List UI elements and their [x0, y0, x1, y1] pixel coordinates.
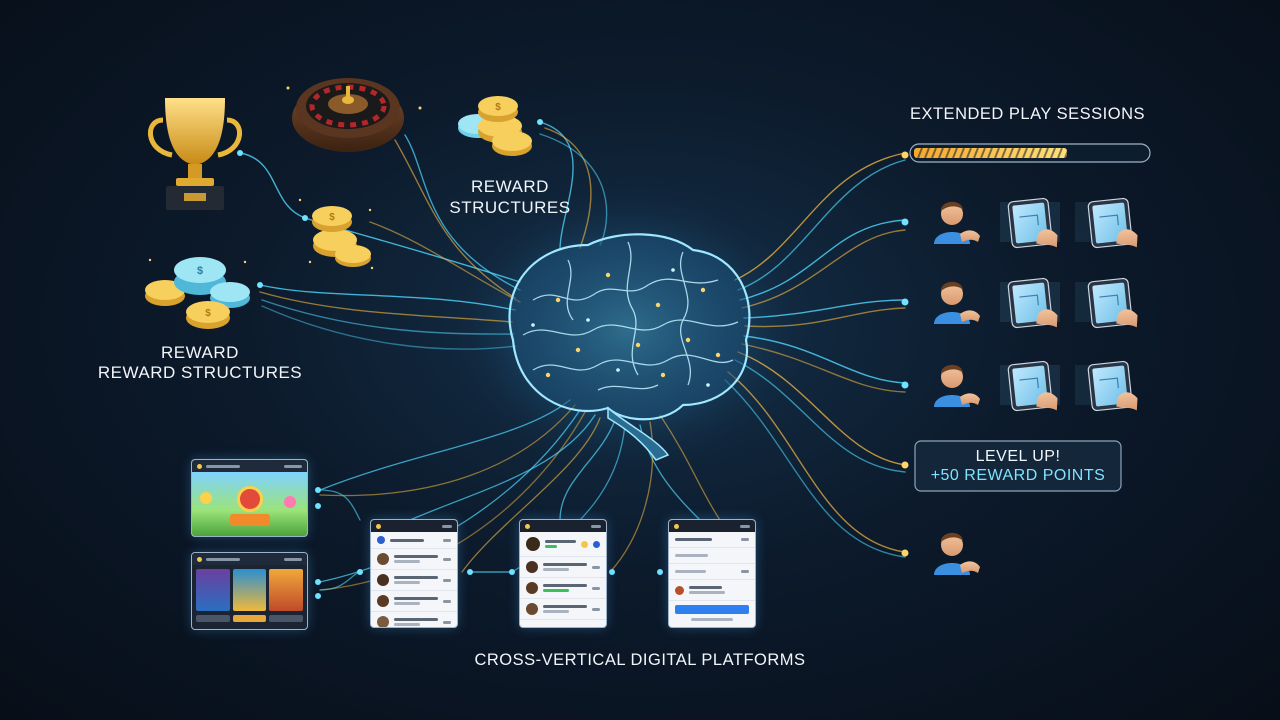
user-avatar-icon [934, 532, 980, 575]
svg-text:$: $ [495, 102, 501, 113]
trophy-icon [147, 98, 243, 210]
form-row [669, 548, 755, 564]
form-submit-button [675, 605, 749, 614]
game-scene-preview [192, 472, 307, 536]
wires-right [724, 152, 906, 558]
user-avatar-icon [934, 281, 980, 324]
app-list-panel-2 [520, 520, 606, 627]
app-form-panel [669, 520, 755, 627]
coin-stack-icon: $ [458, 96, 532, 156]
game-window-catalog [192, 553, 307, 629]
list-item [520, 557, 606, 578]
level-up-label: LEVEL UP! [975, 448, 1061, 465]
sparkles [148, 86, 422, 270]
window-titlebar [520, 520, 606, 532]
user-rows [934, 197, 1138, 575]
svg-text:$: $ [205, 308, 211, 319]
wires-left [239, 121, 608, 350]
user-avatar-icon [934, 201, 980, 244]
tablet-tap-icon [1087, 277, 1138, 329]
reward-left-label-line1: REWARD [161, 343, 239, 362]
tablet-tap-icon [1007, 277, 1058, 329]
coin-stack-icon: $ $ [145, 257, 250, 329]
extended-play-sessions-label: EXTENDED PLAY SESSIONS [909, 105, 1146, 123]
reward-structures-top-label: REWARD STRUCTURES [449, 177, 571, 217]
reward-points-label: +50 REWARD POINTS [930, 467, 1106, 484]
svg-text:$: $ [329, 212, 335, 223]
brain-circuit-icon [508, 233, 751, 461]
tablet-tap-icon [1007, 360, 1058, 412]
reward-left-label-line2: REWARD STRUCTURES [97, 363, 303, 382]
game-tile-buttons [192, 615, 307, 622]
tablet-tap-icon [1007, 197, 1058, 249]
coin-stack-icon: $ [312, 206, 371, 267]
level-up-box [914, 440, 1122, 492]
list-item [371, 570, 457, 591]
tablet-tap-icon [1087, 197, 1138, 249]
list-item [371, 612, 457, 627]
user-avatar-icon [934, 364, 980, 407]
form-row [669, 564, 755, 580]
window-titlebar [371, 520, 457, 532]
window-titlebar [669, 520, 755, 532]
list-item [669, 580, 755, 601]
list-item [520, 599, 606, 620]
wires-bottom [319, 399, 721, 591]
list-item [371, 549, 457, 570]
svg-text:$: $ [197, 265, 203, 277]
list-item [520, 578, 606, 599]
progress-bar [909, 143, 1151, 163]
form-footer-line [691, 618, 733, 621]
wire-nodes [237, 119, 909, 599]
game-tiles [192, 565, 307, 615]
roulette-wheel-icon [292, 78, 404, 152]
game-window-slots [192, 460, 307, 536]
list-item [371, 532, 457, 549]
window-titlebar [192, 553, 307, 565]
tablet-tap-icon [1087, 360, 1138, 412]
platforms-label: CROSS-VERTICAL DIGITAL PLATFORMS [474, 651, 806, 669]
app-list-panel-1 [371, 520, 457, 627]
list-item [371, 591, 457, 612]
window-titlebar [192, 460, 307, 472]
list-item [520, 532, 606, 557]
form-row [669, 532, 755, 548]
